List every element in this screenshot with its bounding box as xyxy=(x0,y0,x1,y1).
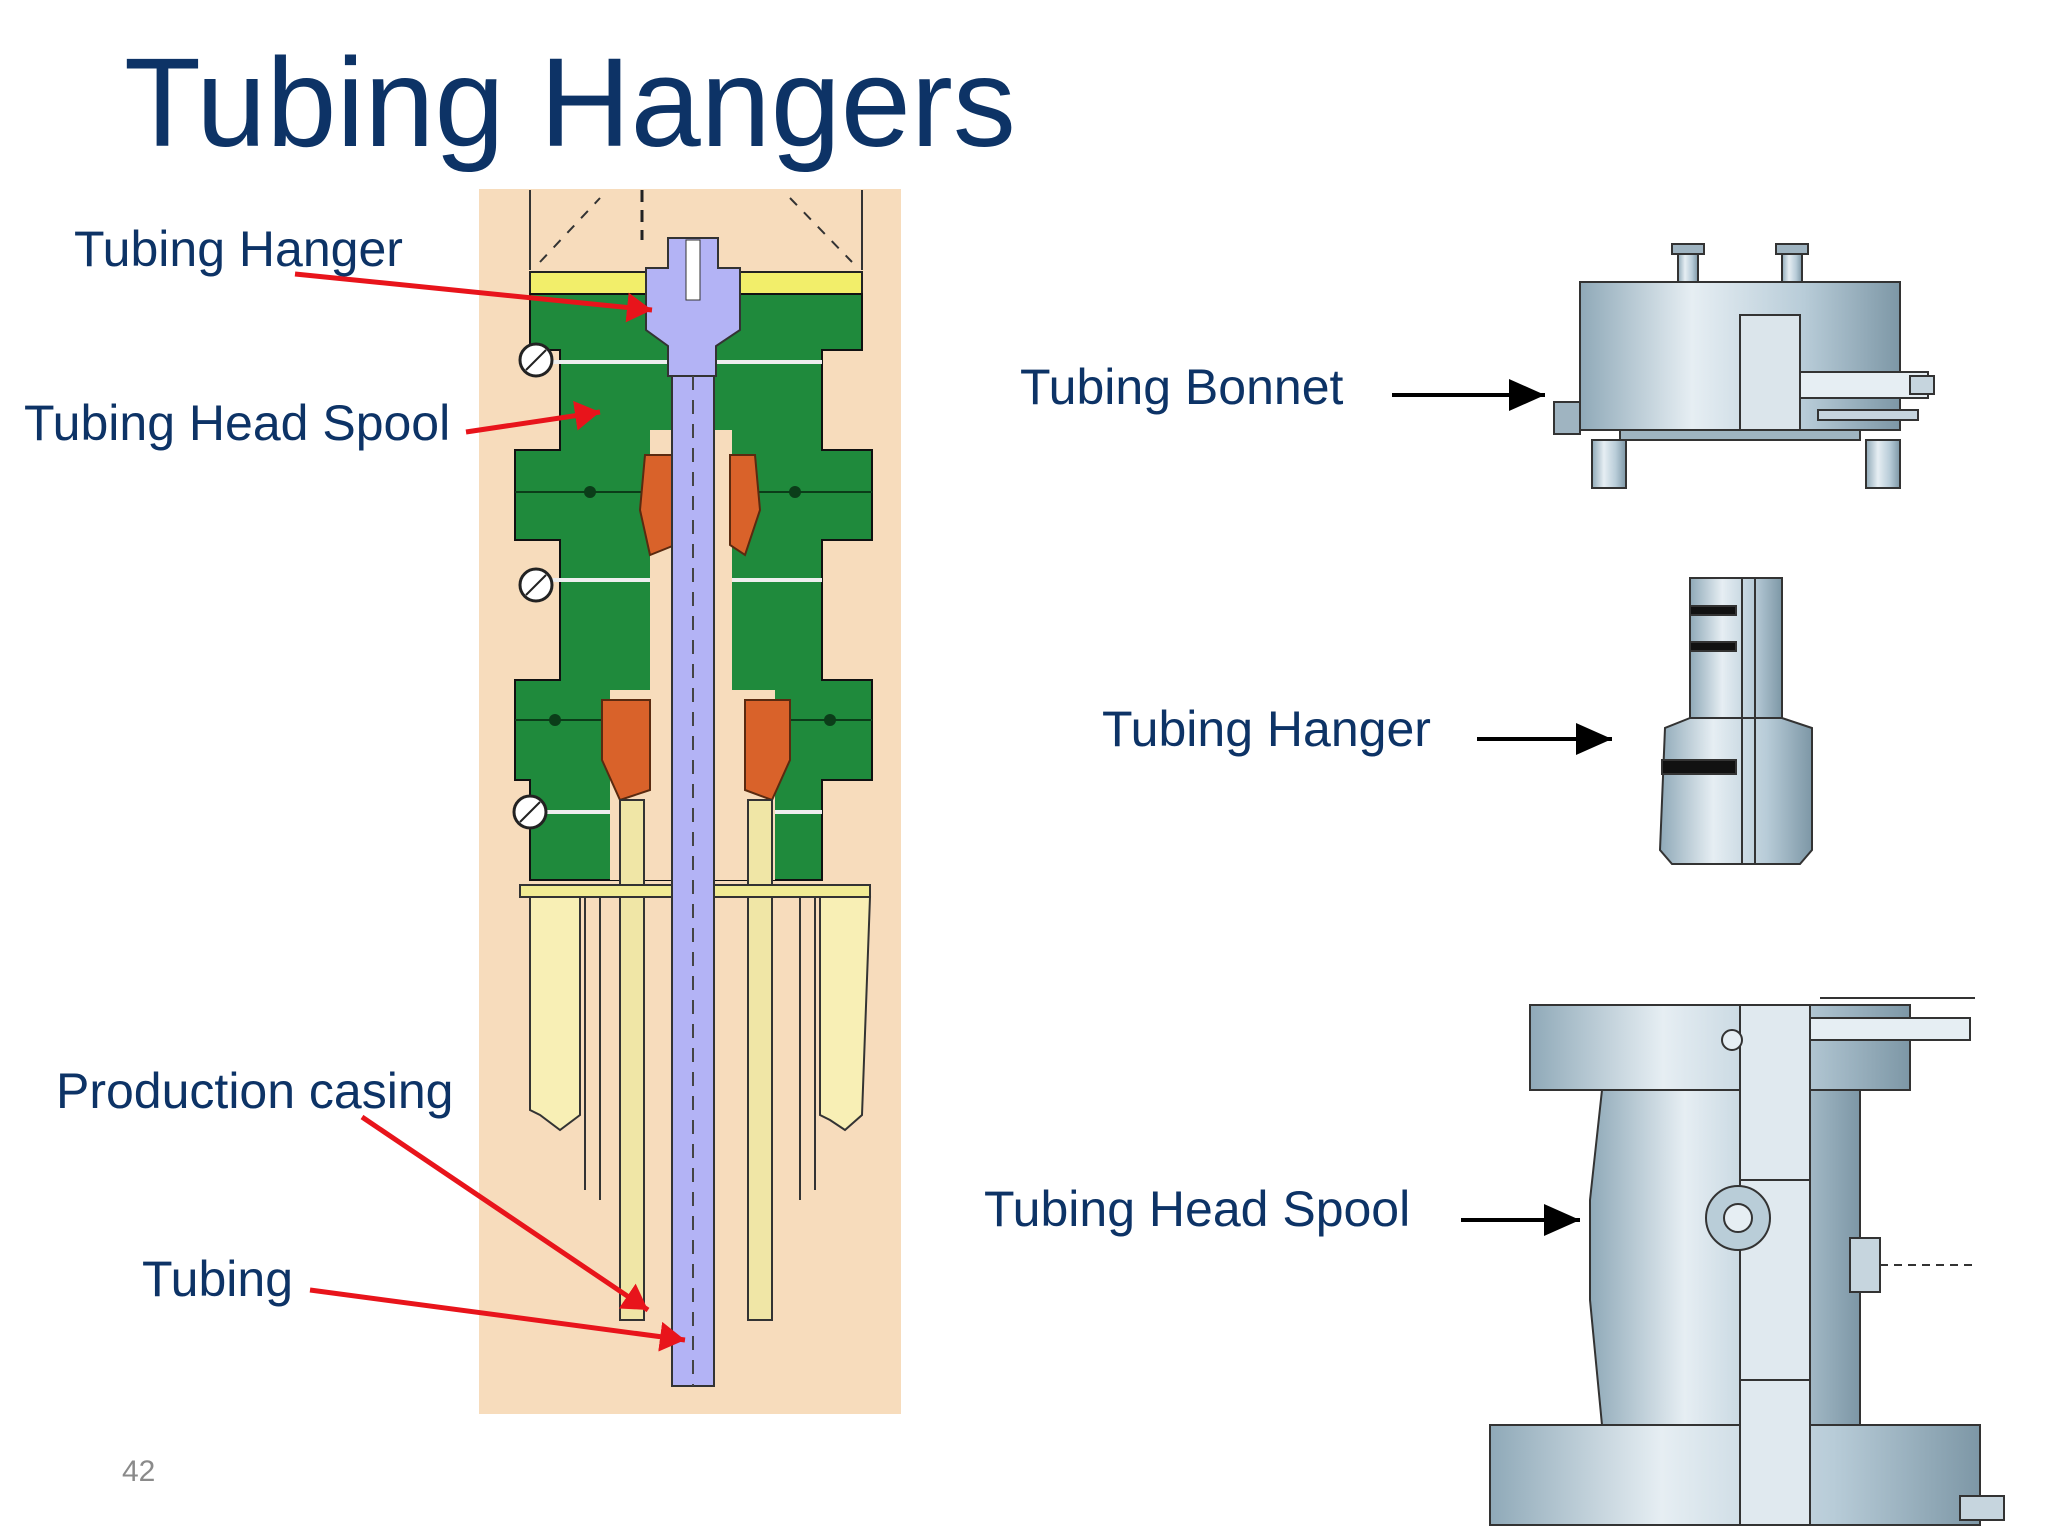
arrow-production-casing xyxy=(360,1114,650,1313)
page-number: 42 xyxy=(122,1455,156,1488)
lower-seal xyxy=(601,699,791,802)
top-flange-outline xyxy=(529,190,863,270)
label-tubing-head-spool-right: Tubing Head Spool xyxy=(984,1181,1411,1237)
label-tubing-head-spool-left: Tubing Head Spool xyxy=(24,395,451,451)
arrow-tubing-head-spool xyxy=(465,400,601,435)
label-tubing: Tubing xyxy=(142,1251,294,1307)
left-callout-arrows xyxy=(294,271,686,1352)
spool-bolts xyxy=(549,486,836,726)
tubing-bonnet-part xyxy=(1553,243,1935,489)
tubing-head-spool-part xyxy=(1489,997,2005,1526)
tubing-hanger-body xyxy=(645,237,741,377)
arrow-tubing xyxy=(309,1287,686,1352)
label-tubing-bonnet: Tubing Bonnet xyxy=(1020,359,1344,415)
arrow-tubing-hanger xyxy=(294,271,653,323)
label-production-casing: Production casing xyxy=(56,1063,454,1119)
right-callout-arrows xyxy=(1392,379,1612,1236)
label-tubing-hanger-right: Tubing Hanger xyxy=(1102,701,1431,757)
upper-seal xyxy=(638,454,762,557)
slide-title: Tubing Hangers xyxy=(124,32,1016,173)
tubing-hanger-part xyxy=(1658,577,1813,865)
label-tubing-hanger-left: Tubing Hanger xyxy=(74,221,403,277)
